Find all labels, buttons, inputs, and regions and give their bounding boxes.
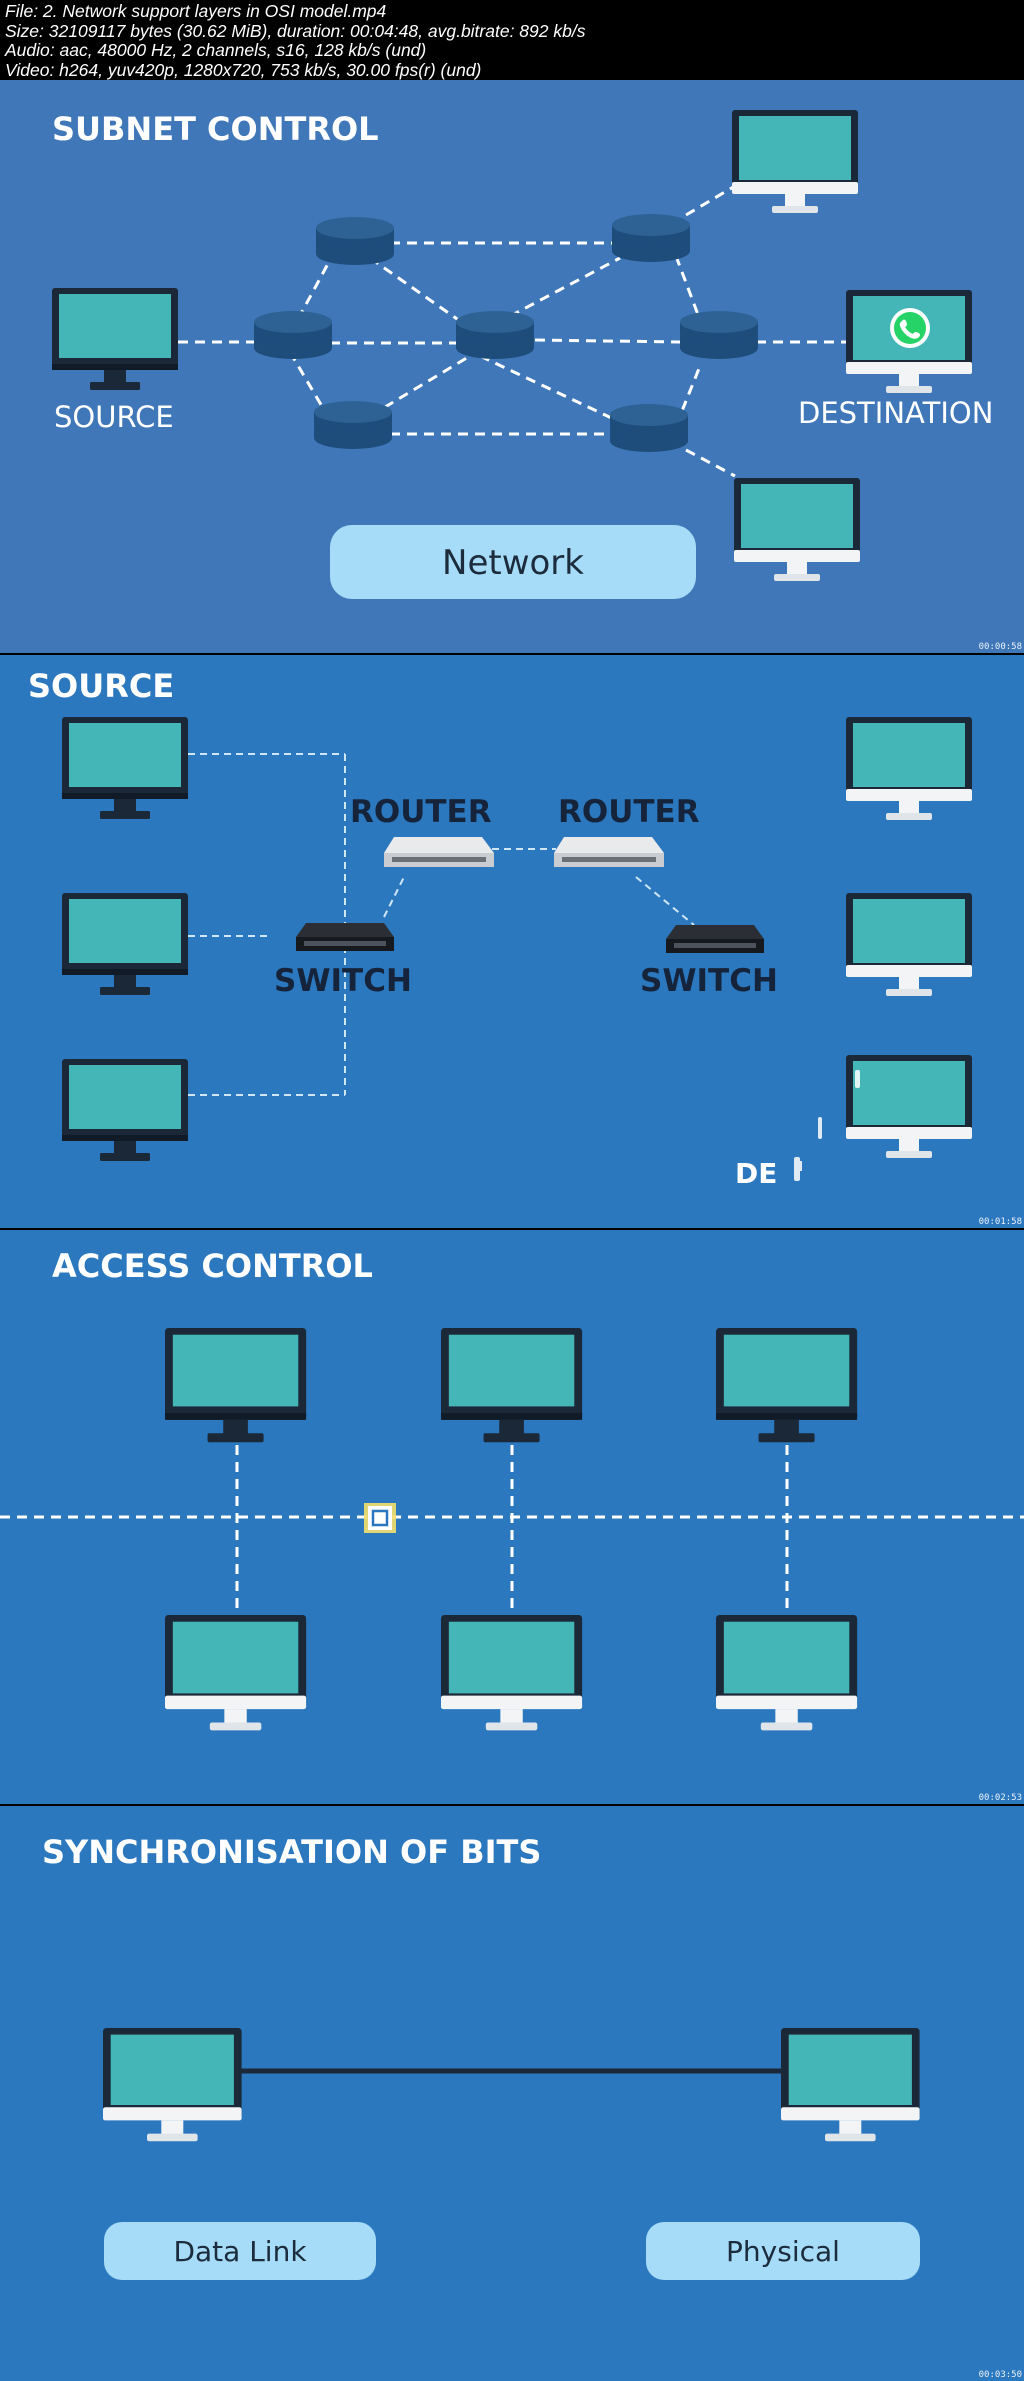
computer-top-1 <box>165 1328 307 1443</box>
frame-title: SOURCE <box>28 667 174 705</box>
whatsapp-icon <box>890 308 930 348</box>
router-right-label: ROUTER <box>558 794 700 830</box>
computer-bottom-1 <box>165 1615 307 1731</box>
destination-label: DESTINATION <box>798 396 993 430</box>
computer-left-1 <box>62 717 188 819</box>
computer-right-1 <box>846 717 972 820</box>
video-timestamp: 00:02:53 <box>978 1793 1022 1803</box>
source-computer <box>52 288 178 390</box>
computer-bottom-3 <box>716 1615 858 1731</box>
switch-left <box>296 923 394 951</box>
computer-left-3 <box>62 1059 188 1161</box>
router-node-top-right <box>612 214 690 262</box>
computer-top-3 <box>716 1328 858 1443</box>
physical-label: Physical <box>726 2235 840 2268</box>
network-pill: Network <box>330 525 696 599</box>
source-router-frame: SOURCE ROUTER ROUTER SWITCH SWITCH DE 00… <box>0 655 1024 1228</box>
computer-left-2 <box>62 893 188 995</box>
computer-left <box>103 2028 242 2142</box>
access-control-frame: ACCESS CONTROL 00:02:53 <box>0 1230 1024 1804</box>
synchronisation-diagram: SYNCHRONISATION OF BITS Data Link Physic… <box>42 1833 920 2280</box>
router-node-center <box>456 311 534 359</box>
video-timestamp: 00:03:50 <box>978 2370 1022 2380</box>
data-link-label: Data Link <box>173 2235 307 2268</box>
synchronisation-frame: SYNCHRONISATION OF BITS Data Link Physic… <box>0 1806 1024 2381</box>
router-node-bottom-right <box>610 404 688 452</box>
router-node-bottom-left <box>314 401 392 449</box>
router-left-label: ROUTER <box>350 794 492 830</box>
frame-title: SYNCHRONISATION OF BITS <box>42 1833 541 1871</box>
video-info-line: Video: h264, yuv420p, 1280x720, 753 kb/s… <box>5 59 482 80</box>
router-node-left <box>254 311 332 359</box>
video-timestamp: 00:01:58 <box>978 1217 1022 1227</box>
frame-title: SUBNET CONTROL <box>52 110 379 148</box>
partial-destination-text: DE <box>735 1157 777 1190</box>
computer-bottom-2 <box>441 1615 583 1731</box>
router-switch-diagram: SOURCE ROUTER ROUTER SWITCH SWITCH DE <box>28 667 972 1190</box>
router-node-top-left <box>316 217 394 265</box>
frame-title: ACCESS CONTROL <box>52 1247 373 1285</box>
computer-top-right <box>732 110 858 213</box>
computer-top-2 <box>441 1328 583 1443</box>
access-control-diagram: ACCESS CONTROL <box>0 1247 1024 1731</box>
subnet-control-frame: SUBNET CONTROL SOURCE DESTINATION Networ… <box>0 80 1024 653</box>
video-timestamp: 00:00:58 <box>978 642 1022 652</box>
physical-pill: Physical <box>646 2222 920 2280</box>
switch-right <box>666 925 764 953</box>
file-name-line: File: 2. Network support layers in OSI m… <box>5 1 387 21</box>
file-size-line: Size: 32109117 bytes (30.62 MiB), durati… <box>5 20 586 41</box>
computer-right-2 <box>846 893 972 996</box>
file-info-header: File: 2. Network support layers in OSI m… <box>0 0 1024 80</box>
subnet-diagram: SUBNET CONTROL SOURCE DESTINATION Networ… <box>52 110 993 599</box>
audio-info-line: Audio: aac, 48000 Hz, 2 channels, s16, 1… <box>5 40 427 60</box>
data-link-pill: Data Link <box>104 2222 376 2280</box>
switch-left-label: SWITCH <box>274 963 412 999</box>
router-right <box>554 837 664 867</box>
computer-right-3 <box>846 1055 972 1158</box>
source-label: SOURCE <box>54 400 174 434</box>
computer-bottom-right <box>734 478 860 581</box>
data-packet-icon <box>364 1503 396 1533</box>
computer-right <box>781 2028 920 2142</box>
switch-right-label: SWITCH <box>640 963 778 999</box>
router-node-right <box>680 311 758 359</box>
router-left <box>384 837 494 867</box>
transition-sparkles <box>794 1070 860 1181</box>
network-label: Network <box>442 543 584 583</box>
